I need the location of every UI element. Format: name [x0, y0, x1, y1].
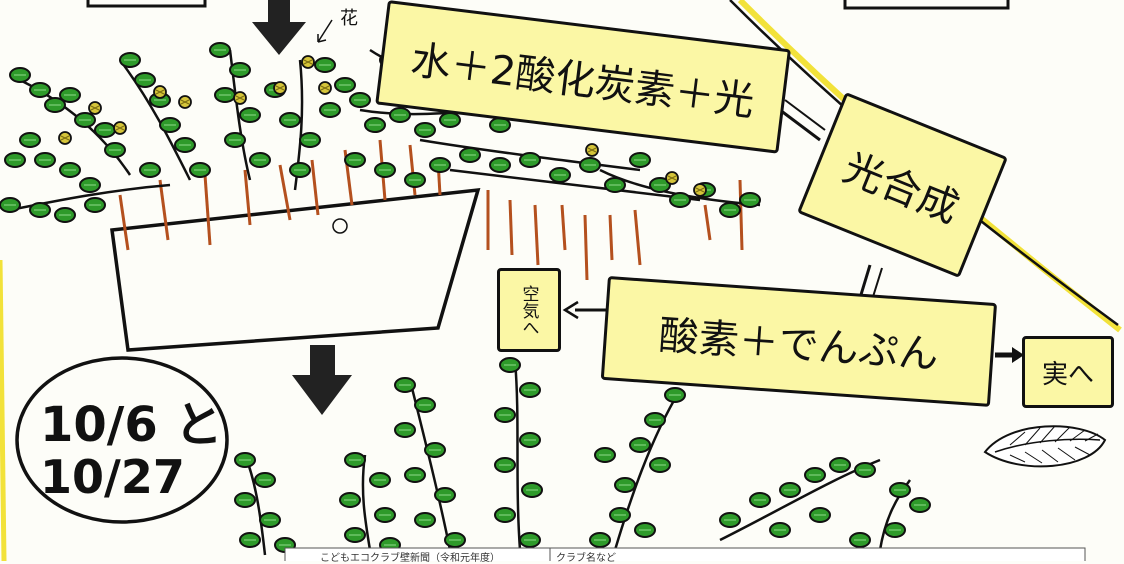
flower-label: 花: [340, 8, 358, 29]
flower-pointer-arrow: [317, 19, 333, 43]
photosynthesis-text: 光合成: [836, 144, 966, 233]
input-box-text: 水＋2酸化炭素＋光: [408, 36, 757, 125]
top-box-left-edge: [86, 0, 207, 8]
top-box-right-edge: [843, 0, 1010, 10]
date-line-1: 10/6 と: [40, 397, 223, 453]
date-line-2: 10/27: [40, 450, 185, 504]
planter-box: [110, 187, 481, 352]
connector-photo-output: [858, 264, 872, 299]
output-box-text: 酸素＋でんぷん: [657, 312, 940, 379]
newspaper-club: クラブ名など: [556, 553, 616, 564]
air-box: 空気へ: [497, 268, 561, 352]
planter-label-circle: [332, 218, 348, 234]
leaf-sketch: [983, 425, 1107, 468]
date-ellipse: [15, 356, 229, 524]
left-yellow-line: [0, 259, 7, 561]
connector-input-photo: [779, 108, 821, 142]
fruit-box: 実へ: [1022, 336, 1114, 408]
air-text: 空気へ: [518, 284, 539, 336]
leaf-hatching: [1009, 425, 1099, 464]
down-arrow-middle: [292, 345, 352, 415]
newspaper-form: [284, 547, 1086, 561]
down-arrow-top: [252, 0, 306, 55]
newspaper-title: こどもエコクラブ壁新聞（令和元年度）: [320, 553, 500, 564]
fruit-text: 実へ: [1041, 359, 1094, 390]
